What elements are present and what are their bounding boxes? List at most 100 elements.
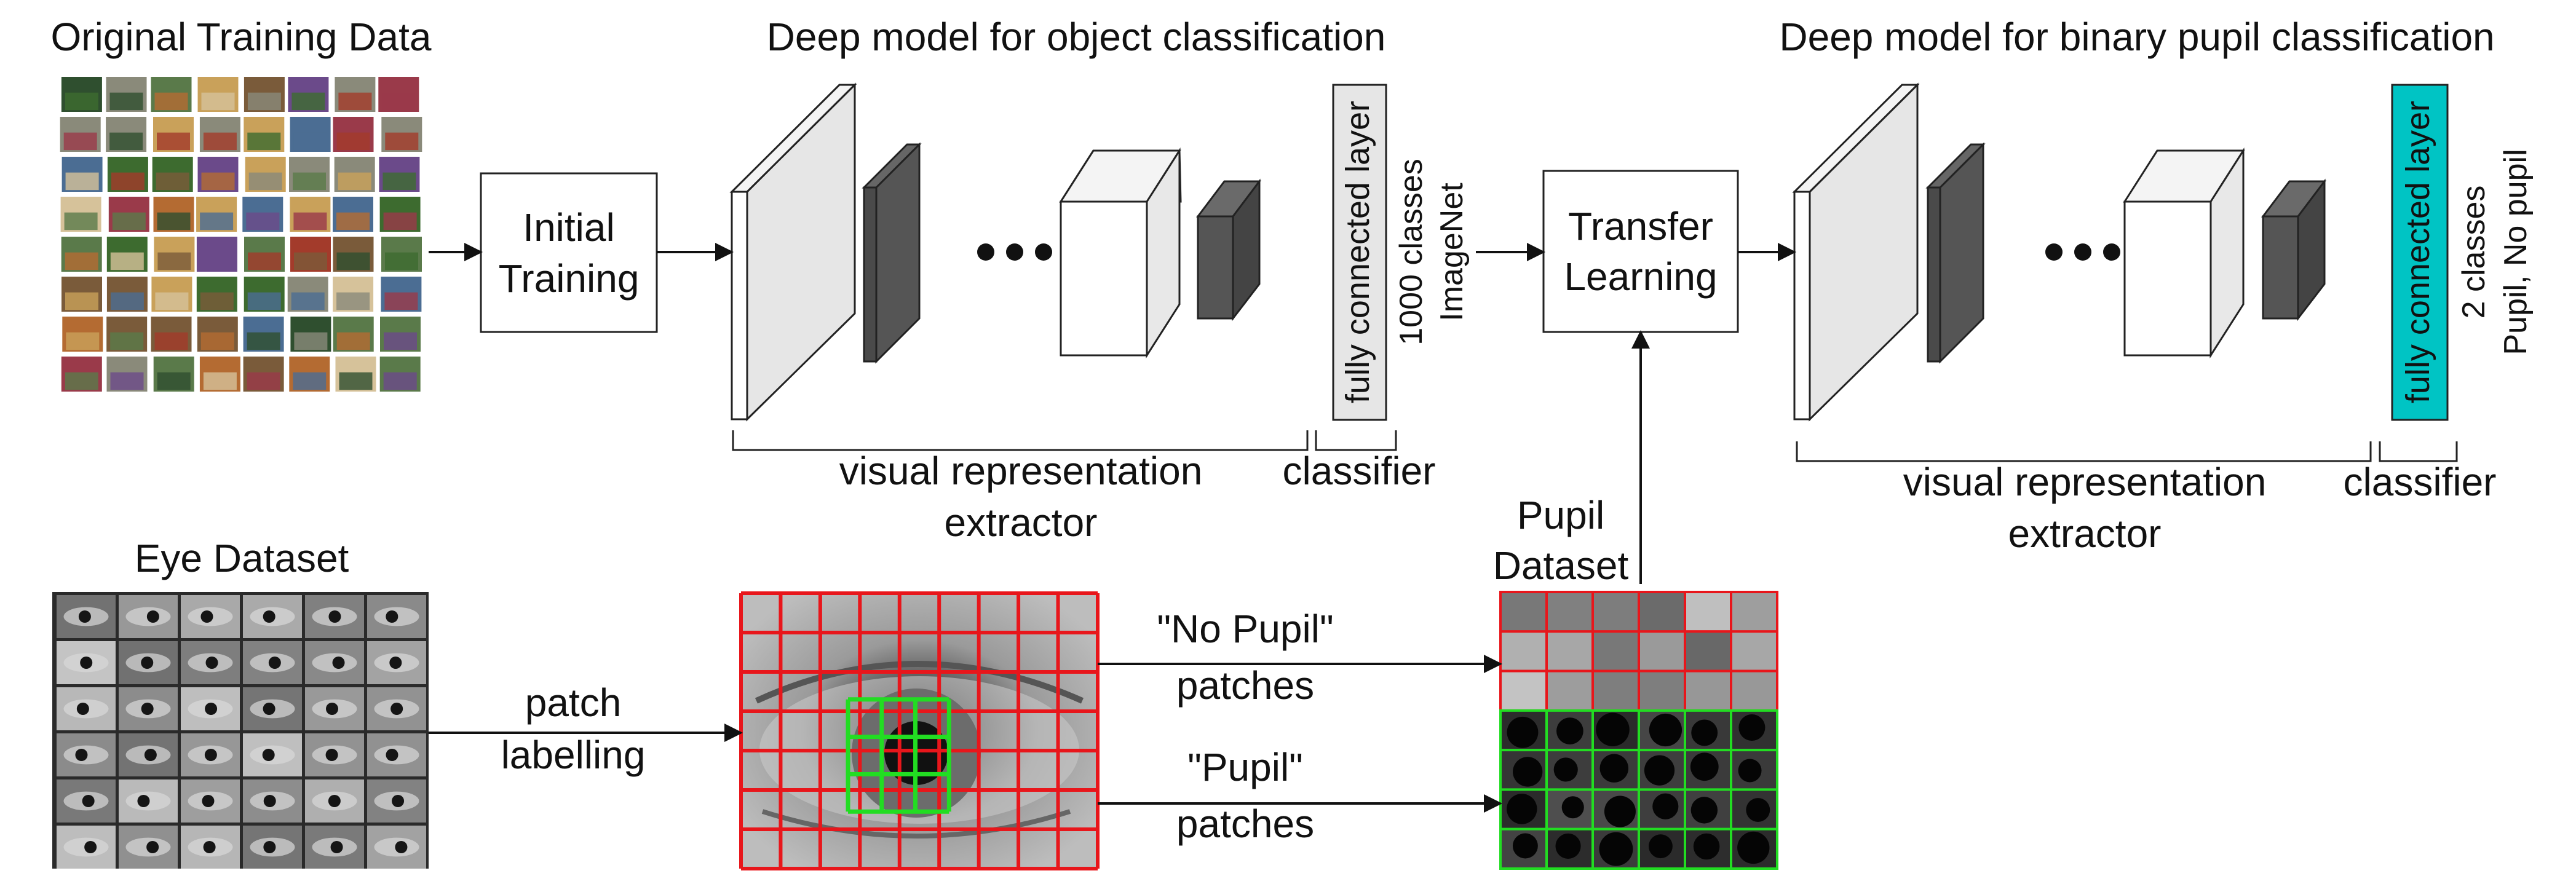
thumbnail-detail [201,172,235,191]
pupil-dot [204,749,217,761]
no-pupil-patches-line1: "No Pupil" [1157,607,1333,651]
pupil-dot [1599,754,1629,783]
pupil-dot [1507,794,1537,824]
no-pupil-patch [1730,630,1778,673]
thumbnail-detail [384,292,418,310]
pupil-dot [203,841,216,853]
thumbnail-detail [247,332,280,350]
pupil-dot [84,841,97,853]
pupil-model-layers [1792,82,2327,422]
transfer-learning-line1: Transfer [1568,204,1713,248]
pupil-dataset-line1: Pupil [1517,493,1604,537]
no-pupil-patch [1638,669,1686,712]
thumbnail-detail [384,332,417,350]
pupil-dot [1690,752,1719,781]
extractor-object-line2: extractor [945,500,1098,545]
pupil-dot [205,703,218,715]
classifier-object-label: classifier [1283,449,1436,493]
thumbnail-detail [338,92,372,111]
pupil-braces [1796,441,2458,462]
no-pupil-patch [1684,591,1732,633]
thumbnail-detail [291,292,325,310]
initial-training-line2: Training [499,256,640,301]
pupil-patches-line2: patches [1176,802,1314,846]
pupil-dot [1561,796,1584,819]
title-pupil-model: Deep model for binary pupil classificati… [1779,15,2494,59]
fc-layer-pupil-label: fully connected layer [2400,101,2436,403]
thumbnail-detail [65,172,99,191]
fc-layer-object [1332,84,1387,421]
pupil-dot [1649,713,1682,747]
thumbnail-detail [247,292,281,310]
pupil-dot [1746,798,1770,822]
thumbnail-detail [65,372,98,390]
pupil-dataset-line2: Dataset [1493,543,1629,588]
title-training-data: Original Training Data [51,15,432,59]
thumbnail-detail [200,252,234,270]
pupil-dot [1555,833,1581,859]
pupil-dot [389,657,402,669]
classifier-pupil-label: classifier [2344,460,2497,504]
no-pupil-patch [1638,591,1686,633]
pupil-dot [1693,833,1720,860]
pupil-dot [75,749,88,761]
thumbnail-detail [110,292,144,310]
pupil-dot [392,795,405,807]
thumbnail-detail [383,372,417,390]
extractor-pupil-line2: extractor [2008,511,2162,556]
pupil-dot [78,610,91,623]
pupil-dot [263,703,275,715]
pupil-dot [146,841,159,853]
initial-training-line1: Initial [523,205,614,250]
thumbnail-detail [338,172,371,191]
thumbnail-detail [248,252,281,270]
training-image-mosaic [60,77,422,392]
eye-dataset-mosaic [52,592,429,869]
pupil-dot [1738,759,1762,783]
no-pupil-patch [1638,630,1686,673]
no-pupil-patch [1545,630,1594,673]
object-braces [732,430,1397,451]
thumbnail-detail [293,372,327,390]
thumbnail-detail [200,212,234,231]
pupil-dot [262,749,275,761]
pupil-dot [1599,832,1633,866]
thumbnail-detail [339,372,373,390]
fc-layer-object-label: fully connected layer [1339,101,1376,403]
thumbnail-detail [293,212,327,231]
gridded-eye-image [739,591,1100,870]
pupil-dot [141,703,154,715]
extractor-pupil-line1: visual representation [1903,460,2267,504]
thumbnail-detail [65,252,98,270]
thumbnail-detail [291,92,325,111]
thumbnail-detail [157,372,191,390]
thumbnail-detail [112,212,146,231]
pupil-dot [263,795,276,807]
pupil-dot [146,610,159,623]
pupil-dot [137,795,150,807]
ellipsis-icon [977,243,1052,261]
pupil-dot [80,657,93,669]
thumbnail-detail [246,212,280,231]
thumbnail-detail [154,92,188,111]
thumbnail-detail [385,252,418,270]
pupil-classes-line2: Pupil, No pupil [2498,149,2534,355]
pupil-dot [268,657,281,669]
thumbnail-detail [382,172,416,191]
pupil-dot [1553,757,1578,782]
thumbnail-detail [385,132,419,151]
no-pupil-patches-line2: patches [1176,663,1314,708]
thumbnail-detail [109,92,143,111]
thumbnail-detail [248,172,282,191]
thumbnail-detail [382,92,416,111]
pupil-dot [395,841,408,853]
pupil-patches-line1: "Pupil" [1187,745,1303,789]
patch-labelling-line1: patch [525,681,622,725]
thumbnail-detail [247,372,280,390]
pupil-dot [386,610,398,623]
no-pupil-patch [1730,669,1778,712]
pupil-patch [1499,827,1548,870]
pupil-dot [1507,716,1539,748]
thumbnail-detail [336,292,370,310]
